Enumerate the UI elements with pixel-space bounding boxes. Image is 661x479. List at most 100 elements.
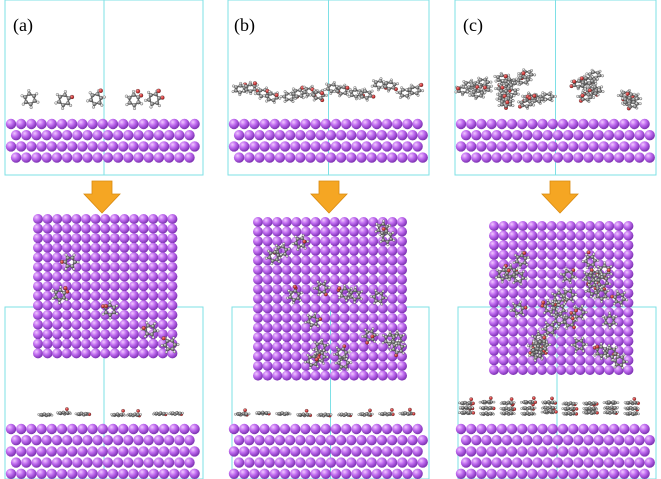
hydrogen-atom: [286, 296, 289, 300]
substrate-atom: [291, 313, 302, 323]
carbon-atom: [538, 94, 543, 99]
substrate-atom: [562, 435, 574, 446]
hydrogen-atom: [536, 338, 540, 341]
carbon-atom: [378, 78, 383, 83]
substrate-atom: [604, 297, 615, 308]
substrate-atom: [624, 130, 635, 141]
substrate-atom: [249, 141, 260, 152]
carbon-atom: [307, 355, 312, 360]
substrate-atom: [42, 319, 53, 330]
carbon-atom: [257, 411, 261, 415]
substrate-atom: [100, 262, 111, 272]
substrate-atom: [349, 370, 359, 381]
substrate-atom: [498, 326, 509, 337]
carbon-atom: [563, 320, 567, 324]
substrate-atom: [281, 370, 292, 381]
carbon-atom: [549, 409, 553, 414]
oxygen-atom: [381, 226, 386, 231]
carbon-atom: [374, 291, 379, 295]
substrate-atom: [387, 313, 398, 323]
substrate-atom: [10, 152, 22, 163]
substrate-atom: [301, 255, 311, 266]
hydrogen-atom: [532, 340, 536, 344]
carbon-atom: [407, 87, 412, 92]
substrate-atom: [61, 223, 72, 234]
substrate-atom: [339, 217, 350, 227]
substrate-atom: [644, 130, 655, 141]
substrate-atom: [228, 141, 240, 152]
substrate-atom: [5, 423, 17, 435]
carbon-atom: [369, 329, 374, 334]
substrate-atom: [281, 322, 292, 333]
hydrogen-atom: [516, 82, 520, 86]
substrate-atom: [291, 255, 302, 266]
substrate-atom: [466, 468, 477, 479]
carbon-atom: [588, 95, 593, 100]
substrate-atom: [517, 446, 528, 457]
carbon-atom: [405, 93, 409, 98]
substrate-atom: [90, 338, 101, 349]
substrate-atom: [167, 290, 178, 301]
substrate-atom: [381, 446, 393, 457]
substrate-atom: [33, 233, 43, 244]
substrate-atom: [356, 435, 367, 446]
substrate-atom: [417, 130, 428, 141]
substrate-atom: [228, 423, 240, 435]
hydrogen-atom: [517, 100, 521, 104]
substrate-atom: [129, 281, 139, 292]
carbon-atom: [360, 94, 365, 99]
carbon-atom: [536, 332, 541, 337]
substrate-atom: [594, 307, 605, 318]
hydrogen-atom: [353, 300, 356, 304]
substrate-atom: [565, 221, 576, 231]
carbon-atom: [368, 93, 373, 98]
substrate-atom: [272, 284, 283, 295]
substrate-atom: [81, 281, 91, 292]
substrate-atom: [61, 300, 72, 311]
carbon-atom: [524, 104, 529, 109]
substrate-atom: [325, 457, 337, 468]
substrate-atom: [109, 329, 120, 340]
substrate-atom: [575, 230, 586, 241]
hydrogen-atom: [306, 353, 310, 357]
substrate-atom: [315, 130, 326, 141]
substrate-atom: [179, 141, 190, 152]
substrate-atom: [565, 355, 576, 366]
substrate-atom: [109, 223, 120, 234]
substrate-atom: [148, 252, 159, 263]
carbon-atom: [589, 271, 593, 275]
hydrogen-atom: [63, 90, 67, 94]
substrate-atom: [33, 223, 43, 234]
substrate-atom: [330, 446, 342, 457]
hydrogen-atom: [396, 82, 399, 86]
carbon-atom: [32, 98, 37, 103]
carbon-atom: [584, 401, 589, 405]
hydrogen-atom: [346, 89, 350, 93]
hydrogen-atom: [326, 343, 330, 347]
carbon-atom: [339, 293, 344, 298]
substrate-atom: [291, 351, 302, 362]
hydrogen-atom: [395, 90, 399, 94]
hydrogen-atom: [64, 267, 68, 271]
substrate-atom: [508, 230, 519, 241]
substrate-atom: [118, 118, 129, 130]
substrate-atom: [5, 468, 17, 479]
carbon-atom: [322, 355, 327, 359]
hydrogen-atom: [324, 93, 328, 97]
hydrogen-atom: [74, 412, 78, 416]
substrate-atom: [585, 355, 595, 366]
substrate-atom: [300, 141, 311, 152]
substrate-atom: [608, 468, 620, 479]
substrate-atom: [272, 322, 283, 333]
substrate-atom: [556, 240, 567, 251]
substrate-atom: [281, 226, 292, 237]
substrate-atom: [87, 141, 98, 152]
carbon-atom: [587, 81, 592, 86]
substrate-atom: [397, 226, 407, 237]
carbon-atom: [603, 347, 607, 351]
substrate-atom: [119, 338, 130, 349]
carbon-atom: [325, 86, 330, 91]
substrate-atom: [371, 468, 382, 479]
substrate-atom: [81, 310, 91, 320]
hydrogen-atom: [490, 84, 493, 88]
